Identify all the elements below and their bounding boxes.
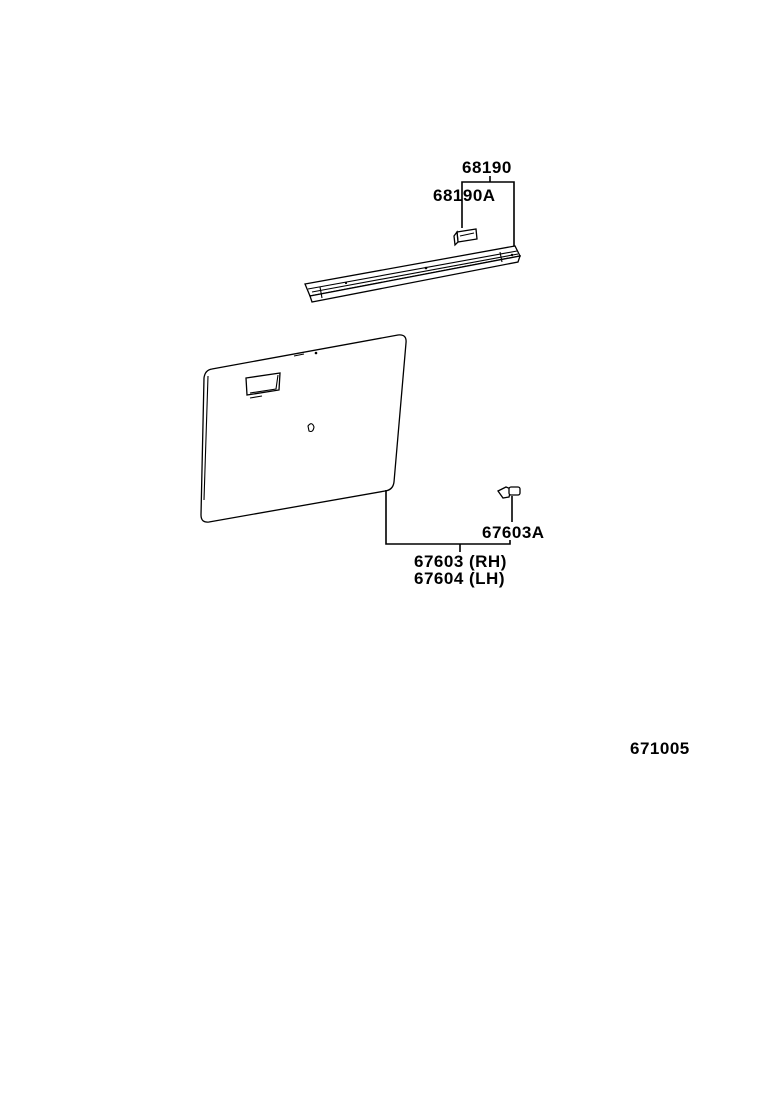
label-68190: 68190 [462,158,512,177]
trim-board-part [200,334,407,523]
weatherstrip-part [304,245,521,303]
figure-number: 671005 [630,739,690,758]
leader-67603 [385,490,511,552]
leader-68190 [461,176,515,248]
label-67604: 67604 (LH) [414,569,505,588]
clip-68190A-part [453,228,478,247]
label-67603A: 67603A [482,523,545,542]
label-67603: 67603 (RH) [414,552,507,571]
clip-67603A-part [497,486,521,522]
label-68190A: 68190A [433,186,496,205]
